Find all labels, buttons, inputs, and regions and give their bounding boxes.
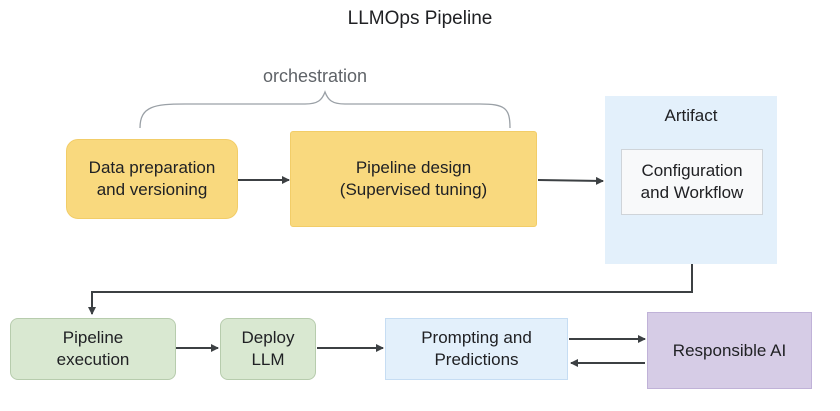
diagram-title: LLMOps Pipeline	[347, 8, 493, 29]
orchestration-brace	[139, 90, 511, 129]
node-configuration-workflow-label: Configuration and Workflow	[640, 161, 744, 202]
node-deploy-llm-label: Deploy LLM	[241, 328, 295, 369]
node-artifact-label: Artifact	[664, 106, 718, 125]
node-configuration-workflow: Configuration and Workflow	[621, 149, 763, 215]
node-data-preparation-label: Data preparation and versioning	[88, 158, 216, 199]
node-pipeline-design: Pipeline design (Supervised tuning)	[290, 131, 537, 227]
node-pipeline-execution-label: Pipeline execution	[56, 328, 130, 369]
orchestration-label: orchestration	[262, 66, 368, 86]
arrow-design-to-artifact	[537, 176, 604, 185]
node-pipeline-execution: Pipeline execution	[10, 318, 176, 380]
node-responsible-ai: Responsible AI	[647, 312, 812, 389]
node-prompting-predictions: Prompting and Predictions	[385, 318, 568, 380]
node-artifact: Artifact Configuration and Workflow	[605, 96, 777, 264]
node-pipeline-design-label: Pipeline design (Supervised tuning)	[339, 158, 488, 199]
arrow-artifact-to-execution	[88, 264, 693, 315]
node-prompting-predictions-label: Prompting and Predictions	[421, 328, 532, 369]
node-data-preparation: Data preparation and versioning	[66, 139, 238, 219]
node-deploy-llm: Deploy LLM	[220, 318, 316, 380]
node-responsible-ai-label: Responsible AI	[672, 340, 787, 360]
